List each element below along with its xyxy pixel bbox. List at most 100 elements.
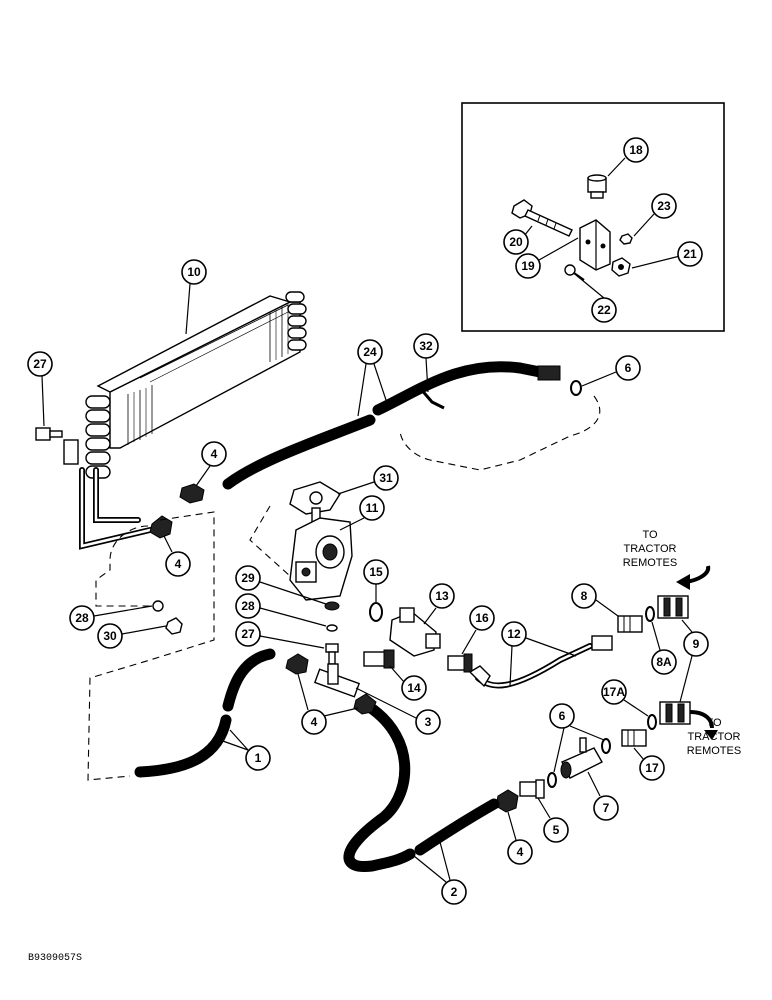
callout-10: 10 xyxy=(181,259,207,285)
callout-3: 3 xyxy=(415,709,441,735)
callout-7: 7 xyxy=(593,795,619,821)
svg-text:8: 8 xyxy=(581,589,588,603)
svg-text:13: 13 xyxy=(435,589,449,603)
svg-text:28: 28 xyxy=(75,611,89,625)
part-22-screw xyxy=(564,264,585,281)
o-ring-6-left xyxy=(547,772,557,788)
part-23-nut xyxy=(619,233,633,245)
callout-9: 9 xyxy=(683,631,709,657)
svg-text:11: 11 xyxy=(366,501,379,515)
svg-text:5: 5 xyxy=(553,823,560,837)
hose-2 xyxy=(343,700,500,872)
part-18-cap xyxy=(587,174,607,199)
fitting-4-lower xyxy=(149,515,173,539)
svg-text:31: 31 xyxy=(379,471,393,485)
o-ring-6-right xyxy=(601,738,611,754)
o-ring-6-top xyxy=(570,380,582,396)
svg-text:TO: TO xyxy=(642,529,658,541)
svg-text:29: 29 xyxy=(241,571,255,585)
fitting-14 xyxy=(363,649,395,669)
part-20-bolt xyxy=(511,199,573,237)
callout-21: 21 xyxy=(677,241,703,267)
note-to-tractor-remotes-bottom: TO TRACTOR REMOTES xyxy=(687,717,741,757)
callout-4-top: 4 xyxy=(201,441,227,467)
callout-23: 23 xyxy=(651,193,677,219)
callout-32: 32 xyxy=(413,333,439,359)
svg-text:16: 16 xyxy=(475,611,489,625)
coupler-9-bottom xyxy=(659,701,691,725)
svg-text:24: 24 xyxy=(363,345,377,359)
svg-text:30: 30 xyxy=(103,629,117,643)
figure-id: B9309057S xyxy=(28,953,82,964)
part-19-bracket xyxy=(579,219,611,271)
callout-30: 30 xyxy=(97,623,123,649)
callout-6-top: 6 xyxy=(615,355,641,381)
svg-text:15: 15 xyxy=(369,565,383,579)
fitting-4-lower-right xyxy=(495,789,519,813)
callout-2: 2 xyxy=(441,879,467,905)
callout-29: 29 xyxy=(235,565,261,591)
callout-17: 17 xyxy=(639,755,665,781)
fitting-4-tee xyxy=(353,693,377,715)
svg-text:32: 32 xyxy=(419,339,433,353)
callout-14: 14 xyxy=(401,675,427,701)
svg-text:6: 6 xyxy=(559,709,566,723)
svg-text:4: 4 xyxy=(175,557,182,571)
svg-text:17A: 17A xyxy=(603,685,625,699)
svg-text:6: 6 xyxy=(625,361,632,375)
hose-24 xyxy=(222,361,561,490)
part-27-bolt-left xyxy=(35,427,63,441)
callout-4-lower: 4 xyxy=(507,839,533,865)
callout-16: 16 xyxy=(469,605,495,631)
svg-text:10: 10 xyxy=(187,265,201,279)
svg-text:20: 20 xyxy=(509,235,523,249)
callout-22: 22 xyxy=(591,297,617,323)
fitting-17 xyxy=(621,729,647,747)
fitting-4-upper xyxy=(179,483,205,504)
svg-text:TRACTOR: TRACTOR xyxy=(624,543,677,555)
svg-text:TO: TO xyxy=(706,717,722,729)
callout-8a: 8A xyxy=(651,649,677,675)
part-21-nut xyxy=(611,257,631,277)
callout-31: 31 xyxy=(373,465,399,491)
o-ring-15 xyxy=(369,602,383,622)
arrow-to-remotes-bottom xyxy=(689,710,714,729)
svg-text:REMOTES: REMOTES xyxy=(623,557,677,569)
callout-27-pump: 27 xyxy=(235,621,261,647)
svg-text:27: 27 xyxy=(241,627,255,641)
svg-text:21: 21 xyxy=(683,247,697,261)
fitting-5 xyxy=(519,779,545,799)
svg-text:4: 4 xyxy=(211,447,218,461)
washer-28-left xyxy=(152,600,164,612)
svg-text:14: 14 xyxy=(407,681,421,695)
note-to-tractor-remotes-top: TO TRACTOR REMOTES xyxy=(623,529,677,569)
nut-30 xyxy=(165,617,183,635)
callout-27-left: 27 xyxy=(27,351,53,377)
bolt-27 xyxy=(325,643,339,665)
coupler-9-top xyxy=(657,595,689,619)
svg-text:19: 19 xyxy=(521,259,535,273)
inset-detail-box xyxy=(461,102,725,332)
adapter-7 xyxy=(560,737,603,779)
hydraulic-pump xyxy=(289,481,353,601)
callout-24: 24 xyxy=(357,339,383,365)
svg-text:8A: 8A xyxy=(656,655,672,669)
svg-text:28: 28 xyxy=(241,599,255,613)
svg-text:1: 1 xyxy=(255,751,262,765)
callout-28-pump: 28 xyxy=(235,593,261,619)
callout-28-left: 28 xyxy=(69,605,95,631)
washer-28 xyxy=(326,624,338,632)
callout-5: 5 xyxy=(543,817,569,843)
washer-29 xyxy=(324,601,340,611)
svg-text:27: 27 xyxy=(33,357,47,371)
svg-text:23: 23 xyxy=(657,199,671,213)
callout-20: 20 xyxy=(503,229,529,255)
callout-19: 19 xyxy=(515,253,541,279)
svg-text:18: 18 xyxy=(629,143,643,157)
hose-1 xyxy=(134,648,276,778)
tee-fitting-13 xyxy=(389,607,441,657)
svg-text:9: 9 xyxy=(693,637,700,651)
fitting-8 xyxy=(617,615,643,633)
svg-text:12: 12 xyxy=(507,627,521,641)
